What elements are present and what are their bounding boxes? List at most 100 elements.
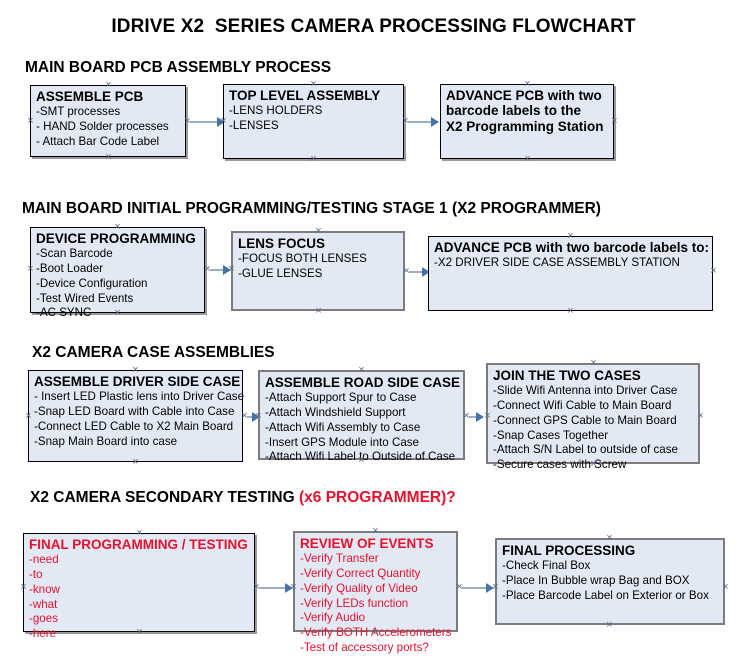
- node-line: - HAND Solder processes: [36, 120, 169, 134]
- connection-point-marker: ×: [524, 78, 531, 90]
- node-line: -Test Wired Events: [36, 291, 134, 305]
- connection-point-marker: ×: [606, 619, 613, 631]
- node-device-programming[interactable]: DEVICE PROGRAMMING -Scan Barcode -Boot L…: [30, 227, 205, 319]
- node-body: -FOCUS BOTH LENSES -GLUE LENSES: [238, 252, 399, 281]
- node-title: ASSEMBLE PCB: [36, 89, 144, 104]
- node-title: ADVANCE PCB with two barcode labels to:: [434, 240, 710, 255]
- node-line: -GLUE LENSES: [238, 267, 323, 281]
- node-body: - Insert LED Plastic lens into Driver Ca…: [34, 390, 245, 449]
- node-body: -Attach Support Spur to Case -Attach Win…: [265, 391, 459, 465]
- node-body: -Scan Barcode -Boot Loader -Device Confi…: [36, 247, 200, 321]
- node-line: - Insert LED Plastic lens into Driver Ca…: [34, 390, 245, 404]
- node-line: -SMT processes: [36, 105, 121, 119]
- section-heading-2: MAIN BOARD INITIAL PROGRAMMING/TESTING S…: [22, 200, 601, 217]
- node-body: -SMT processes - HAND Solder processes -…: [36, 105, 181, 149]
- connection-point-marker: ×: [114, 307, 121, 319]
- node-advance-pcb-driver-side-case[interactable]: ADVANCE PCB with two barcode labels to: …: [428, 236, 713, 311]
- section-heading-3: X2 CAMERA CASE ASSEMBLIES: [32, 344, 275, 361]
- connection-point-marker: ×: [253, 581, 260, 593]
- node-title-line2: barcode labels to the: [446, 103, 582, 119]
- connection-point-marker: ×: [204, 263, 211, 275]
- node-line: -Attach Support Spur to Case: [265, 391, 417, 405]
- node-line: -Attach Wifi Label to Outside of Case: [265, 450, 456, 464]
- node-assemble-driver-side-case[interactable]: ASSEMBLE DRIVER SIDE CASE - Insert LED P…: [28, 370, 245, 462]
- node-join-the-two-cases[interactable]: JOIN THE TWO CASES -Slide Wifi Antenna i…: [486, 363, 700, 471]
- node-line: -need: [29, 553, 59, 567]
- node-line: -Verify Transfer: [300, 552, 379, 566]
- node-line: -LENS HOLDERS: [229, 104, 323, 118]
- node-line: -Boot Loader: [36, 262, 104, 276]
- section-heading-4: X2 CAMERA SECONDARY TESTING (x6 PROGRAMM…: [30, 489, 456, 507]
- node-lens-focus[interactable]: LENS FOCUS -FOCUS BOTH LENSES -GLUE LENS…: [231, 231, 405, 311]
- connection-point-marker: ×: [456, 581, 463, 593]
- connection-point-marker: ×: [290, 581, 297, 593]
- connection-point-marker: ×: [611, 115, 618, 127]
- node-title: DEVICE PROGRAMMING: [36, 231, 196, 246]
- connection-point-marker: ×: [524, 153, 531, 165]
- node-body: -Verify Transfer -Verify Correct Quantit…: [300, 552, 452, 655]
- connection-point-marker: ×: [27, 263, 34, 275]
- node-line: -FOCUS BOTH LENSES: [238, 252, 367, 266]
- node-line: -Slide Wifi Antenna into Driver Case: [493, 384, 678, 398]
- connection-point-marker: ×: [114, 221, 121, 233]
- connection-point-marker: ×: [132, 364, 139, 376]
- node-line: -Verify Quality of Video: [300, 581, 418, 595]
- connection-point-marker: ×: [105, 151, 112, 163]
- node-line: -Place Barcode Label on Exterior or Box: [502, 588, 709, 602]
- node-line: -Snap Cases Together: [493, 428, 609, 442]
- connection-point-marker: ×: [697, 410, 704, 422]
- connection-point-marker: ×: [310, 78, 317, 90]
- connection-point-marker: ×: [25, 410, 32, 422]
- connection-point-marker: ×: [590, 357, 597, 369]
- node-final-processing[interactable]: FINAL PROCESSING -Check Final Box -Place…: [495, 538, 725, 625]
- node-body: -X2 DRIVER SIDE CASE ASSEMBLY STATION: [434, 256, 708, 271]
- connection-point-marker: ×: [105, 79, 112, 91]
- node-line: -Verify LEDs function: [300, 596, 409, 610]
- node-title: REVIEW OF EVENTS: [300, 536, 434, 551]
- connection-point-marker: ×: [590, 458, 597, 470]
- node-line: -goes: [29, 612, 59, 626]
- node-line: -Snap Main Board into case: [34, 434, 178, 448]
- node-assemble-road-side-case[interactable]: ASSEMBLE ROAD SIDE CASE -Attach Support …: [258, 370, 465, 463]
- node-line: -Connect Wifi Cable to Main Board: [493, 399, 672, 413]
- connection-point-marker: ×: [403, 265, 410, 277]
- node-line: -Verify Correct Quantity: [300, 567, 421, 581]
- node-assemble-pcb[interactable]: ASSEMBLE PCB -SMT processes - HAND Solde…: [30, 85, 186, 157]
- node-advance-pcb-programming-station[interactable]: ADVANCE PCB with two barcode labels to t…: [440, 84, 614, 159]
- connection-point-marker: ×: [567, 230, 574, 242]
- node-title: FINAL PROGRAMMING / TESTING: [29, 537, 248, 552]
- node-line: -Connect GPS Cable to Main Board: [493, 413, 677, 427]
- connection-point-marker: ×: [567, 305, 574, 317]
- page-title: IDRIVE X2 SERIES CAMERA PROCESSING FLOWC…: [111, 16, 636, 37]
- connection-point-marker: ×: [372, 626, 379, 638]
- node-line-overflow: -Test of accessory ports?: [300, 640, 429, 654]
- section-heading-1: MAIN BOARD PCB ASSEMBLY PROCESS: [25, 59, 332, 76]
- connection-point-marker: ×: [463, 410, 470, 422]
- node-line: -Scan Barcode: [36, 247, 113, 261]
- node-line: -Place In Bubble wrap Bag and BOX: [502, 574, 690, 588]
- section-heading-4-main: X2 CAMERA SECONDARY TESTING: [30, 489, 299, 506]
- node-line: -to: [29, 568, 43, 582]
- node-line: -AC SYNC: [36, 306, 92, 320]
- node-body: -LENS HOLDERS -LENSES: [229, 104, 399, 133]
- connection-point-marker: ×: [484, 410, 491, 422]
- connection-point-marker: ×: [358, 364, 365, 376]
- node-line: -what: [29, 597, 58, 611]
- connection-point-marker: ×: [358, 454, 365, 466]
- connection-point-marker: ×: [315, 305, 322, 317]
- node-final-programming-testing[interactable]: FINAL PROGRAMMING / TESTING -need -to -k…: [23, 533, 255, 640]
- connection-point-marker: ×: [20, 581, 27, 593]
- connection-point-marker: ×: [27, 115, 34, 127]
- node-top-level-assembly[interactable]: TOP LEVEL ASSEMBLY -LENS HOLDERS -LENSES: [223, 84, 404, 159]
- node-line: -Check Final Box: [502, 559, 591, 573]
- node-line: -Attach Wifi Assembly to Case: [265, 420, 421, 434]
- node-line: -Device Configuration: [36, 276, 148, 290]
- node-line: -Secure cases with Screw: [493, 457, 627, 471]
- node-line: -Insert GPS Module into Case: [265, 435, 420, 449]
- node-body: -Slide Wifi Antenna into Driver Case -Co…: [493, 384, 694, 472]
- connection-point-marker: ×: [184, 115, 191, 127]
- node-title: FINAL PROCESSING: [502, 543, 636, 558]
- node-review-of-events[interactable]: REVIEW OF EVENTS -Verify Transfer -Verif…: [293, 531, 458, 654]
- node-line: -here: [29, 626, 57, 640]
